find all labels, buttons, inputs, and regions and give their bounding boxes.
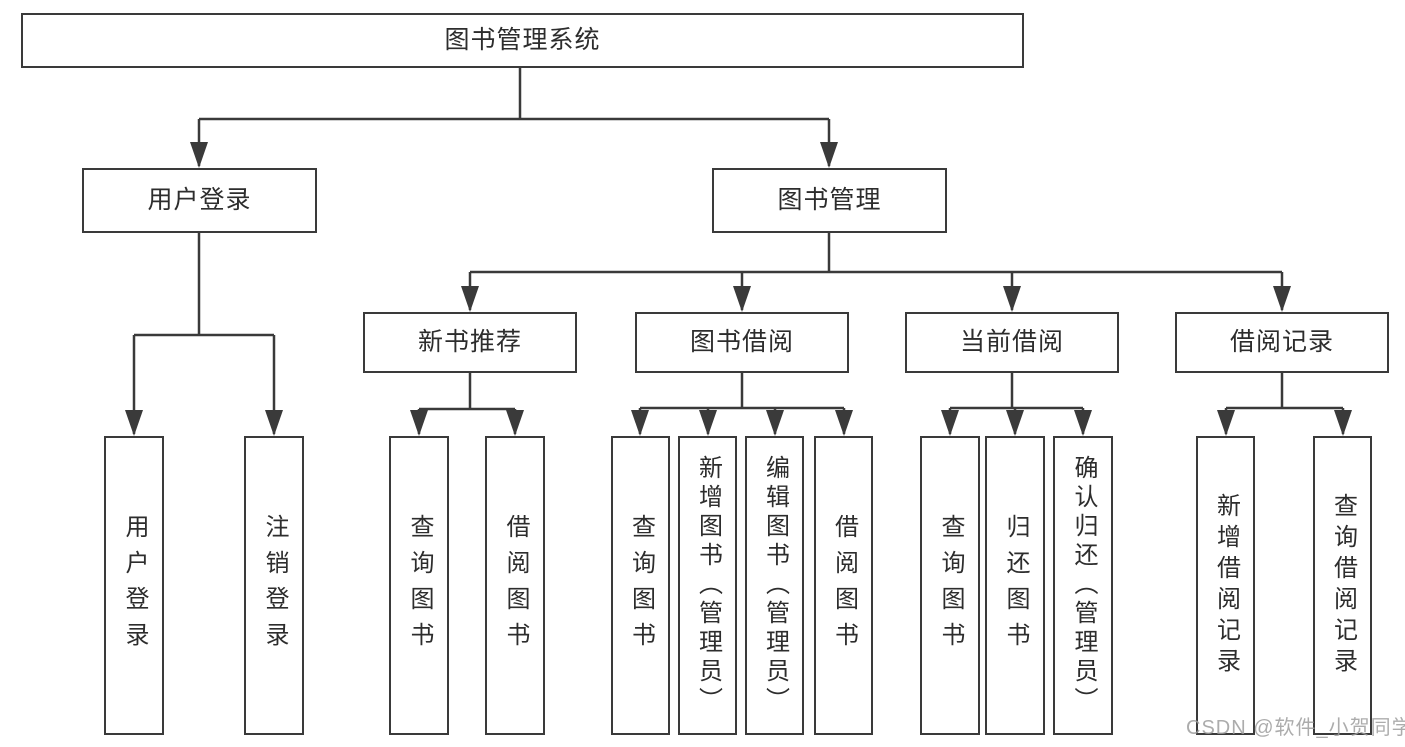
node-user-login: 用户登录 (82, 168, 317, 233)
leaf-add-book-admin-label: 新增图书（管理员） (694, 455, 722, 716)
node-book-borrow-label: 图书借阅 (689, 328, 794, 356)
leaf-return-books-label: 归还图书 (1002, 513, 1029, 658)
leaf-edit-book-admin-label: 编辑图书（管理员） (761, 455, 789, 716)
leaf-logout: 注销登录 (244, 436, 304, 735)
node-current-borrow: 当前借阅 (905, 312, 1119, 373)
leaf-query-books-borrow: 查询图书 (611, 436, 670, 735)
leaf-query-borrow-record: 查询借阅记录 (1313, 436, 1372, 735)
leaf-borrow-books: 借阅图书 (814, 436, 873, 735)
node-user-login-label: 用户登录 (147, 186, 252, 214)
leaf-query-books-recommend: 查询图书 (389, 436, 449, 735)
node-library-system-label: 图书管理系统 (444, 26, 601, 54)
leaf-query-books-current-label: 查询图书 (937, 513, 964, 658)
leaf-confirm-return-admin: 确认归还（管理员） (1053, 436, 1113, 735)
leaf-query-books-recommend-label: 查询图书 (406, 513, 433, 658)
leaf-confirm-return-admin-label: 确认归还（管理员） (1070, 455, 1097, 716)
node-borrow-records-label: 借阅记录 (1229, 328, 1334, 356)
node-library-system: 图书管理系统 (21, 13, 1024, 68)
leaf-query-books-borrow-label: 查询图书 (627, 513, 655, 658)
csdn-watermark: CSDN @软件_小贺同学 (1186, 717, 1405, 739)
leaf-borrow-books-recommend: 借阅图书 (485, 436, 545, 735)
leaf-edit-book-admin: 编辑图书（管理员） (745, 436, 804, 735)
node-new-book-recommend: 新书推荐 (363, 312, 577, 373)
leaf-borrow-books-label: 借阅图书 (830, 513, 858, 658)
leaf-user-login: 用户登录 (104, 436, 164, 735)
node-current-borrow-label: 当前借阅 (959, 328, 1064, 356)
node-book-management-label: 图书管理 (777, 186, 882, 214)
node-new-book-recommend-label: 新书推荐 (417, 328, 522, 356)
leaf-add-borrow-record: 新增借阅记录 (1196, 436, 1255, 735)
node-borrow-records: 借阅记录 (1175, 312, 1389, 373)
node-book-management: 图书管理 (712, 168, 947, 233)
leaf-borrow-books-recommend-label: 借阅图书 (502, 513, 529, 658)
leaf-add-book-admin: 新增图书（管理员） (678, 436, 737, 735)
leaf-add-borrow-record-label: 新增借阅记录 (1212, 492, 1240, 679)
leaf-return-books: 归还图书 (985, 436, 1045, 735)
node-book-borrow: 图书借阅 (635, 312, 849, 373)
leaf-logout-label: 注销登录 (261, 513, 288, 658)
leaf-user-login-label: 用户登录 (121, 513, 148, 658)
leaf-query-books-current: 查询图书 (920, 436, 980, 735)
leaf-query-borrow-record-label: 查询借阅记录 (1329, 492, 1357, 679)
